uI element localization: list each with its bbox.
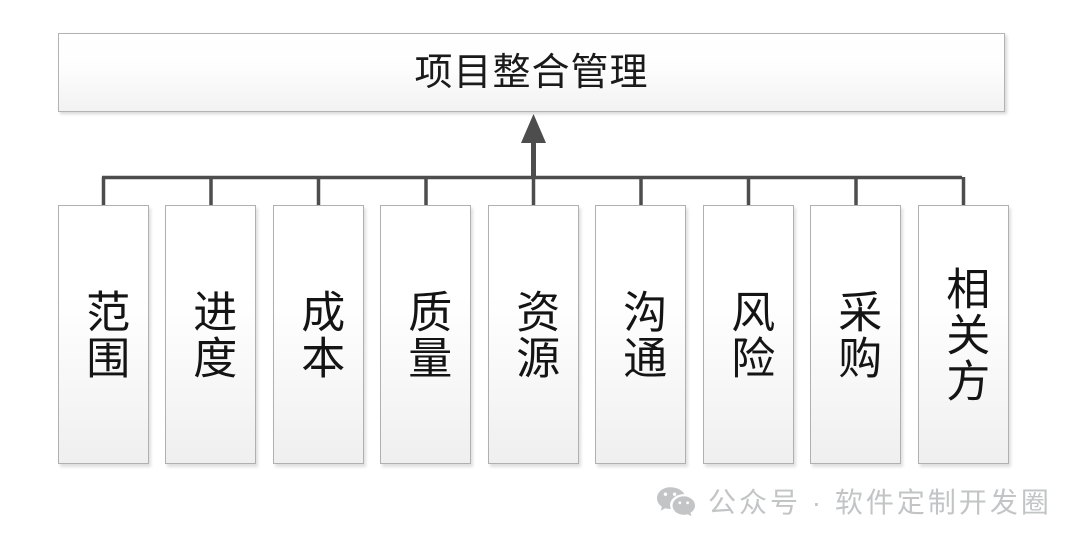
- child-node-label: 范围: [79, 288, 129, 381]
- child-node-resource[interactable]: 资源: [488, 205, 579, 464]
- child-node-cost[interactable]: 成本: [273, 205, 364, 464]
- child-node-quality[interactable]: 质量: [380, 205, 471, 464]
- watermark: 公众号 · 软件定制开发圈: [656, 486, 1052, 520]
- child-node-label: 质量: [401, 288, 451, 381]
- root-node-project-integration-management[interactable]: 项目整合管理: [58, 33, 1005, 112]
- child-node-label: 资源: [509, 288, 559, 381]
- child-node-scope[interactable]: 范围: [58, 205, 149, 464]
- child-node-label: 进度: [186, 288, 236, 381]
- child-node-label: 成本: [294, 288, 344, 381]
- wechat-icon: [657, 487, 695, 517]
- child-node-label: 风险: [724, 288, 774, 381]
- child-node-procurement[interactable]: 采购: [810, 205, 901, 464]
- child-node-label: 采购: [831, 288, 881, 381]
- child-node-label: 相关方: [939, 265, 989, 404]
- root-node-label: 项目整合管理: [414, 51, 649, 94]
- watermark-text: 公众号 · 软件定制开发圈: [708, 487, 1052, 518]
- child-node-schedule[interactable]: 进度: [165, 205, 256, 464]
- child-node-stakeholder[interactable]: 相关方: [918, 205, 1009, 464]
- arrow-up-icon: [521, 114, 546, 143]
- child-node-label: 沟通: [616, 288, 666, 381]
- child-node-risk[interactable]: 风险: [703, 205, 794, 464]
- child-node-communication[interactable]: 沟通: [595, 205, 686, 464]
